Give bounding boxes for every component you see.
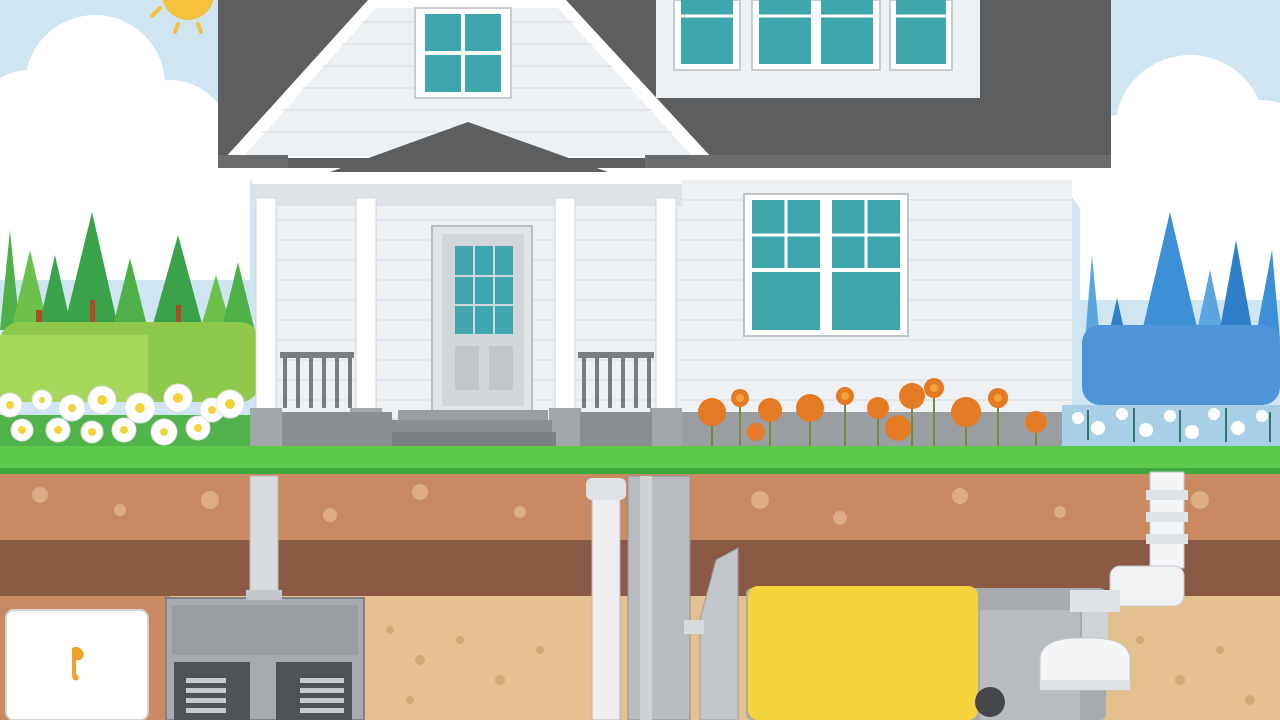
window	[751, 0, 881, 71]
grass	[0, 468, 1280, 474]
porch-floor	[282, 412, 392, 448]
porch-column	[549, 197, 581, 448]
porch-railing	[280, 352, 654, 408]
pipe-fitting	[246, 590, 282, 600]
flower-icon	[0, 383, 250, 450]
pump	[1039, 612, 1131, 691]
porch-steps	[386, 410, 556, 446]
porch-column	[250, 197, 282, 448]
sun-icon	[150, 0, 214, 34]
pipe-icon	[586, 478, 626, 720]
soil-texture	[32, 484, 1209, 525]
front-door	[431, 225, 533, 413]
pipe-icon	[684, 547, 739, 720]
sand-texture	[386, 626, 1255, 705]
pipe-icon	[627, 475, 691, 720]
cloud-icon	[0, 15, 250, 280]
tank-icon	[746, 586, 1106, 720]
hedge	[0, 335, 148, 402]
porch-beam	[252, 180, 682, 206]
pipe-icon	[249, 475, 279, 599]
pipe-icon	[1070, 471, 1188, 612]
roof-trim	[218, 155, 288, 169]
window	[414, 7, 512, 99]
porch-column	[650, 197, 682, 448]
porch-beam	[252, 178, 682, 184]
window	[743, 193, 909, 337]
window	[889, 0, 953, 71]
cloud-icon	[1065, 55, 1280, 300]
window	[673, 0, 741, 71]
hedge	[1082, 325, 1280, 405]
flower-icon	[1062, 405, 1280, 450]
tank-icon	[5, 609, 149, 720]
utility-box	[165, 597, 365, 720]
tree-icon	[0, 212, 256, 340]
tree-icon	[1085, 212, 1280, 340]
porch-roof	[330, 122, 608, 172]
roof-trim	[645, 155, 1111, 169]
flower-icon	[698, 378, 1047, 455]
porch-floor	[580, 412, 652, 448]
